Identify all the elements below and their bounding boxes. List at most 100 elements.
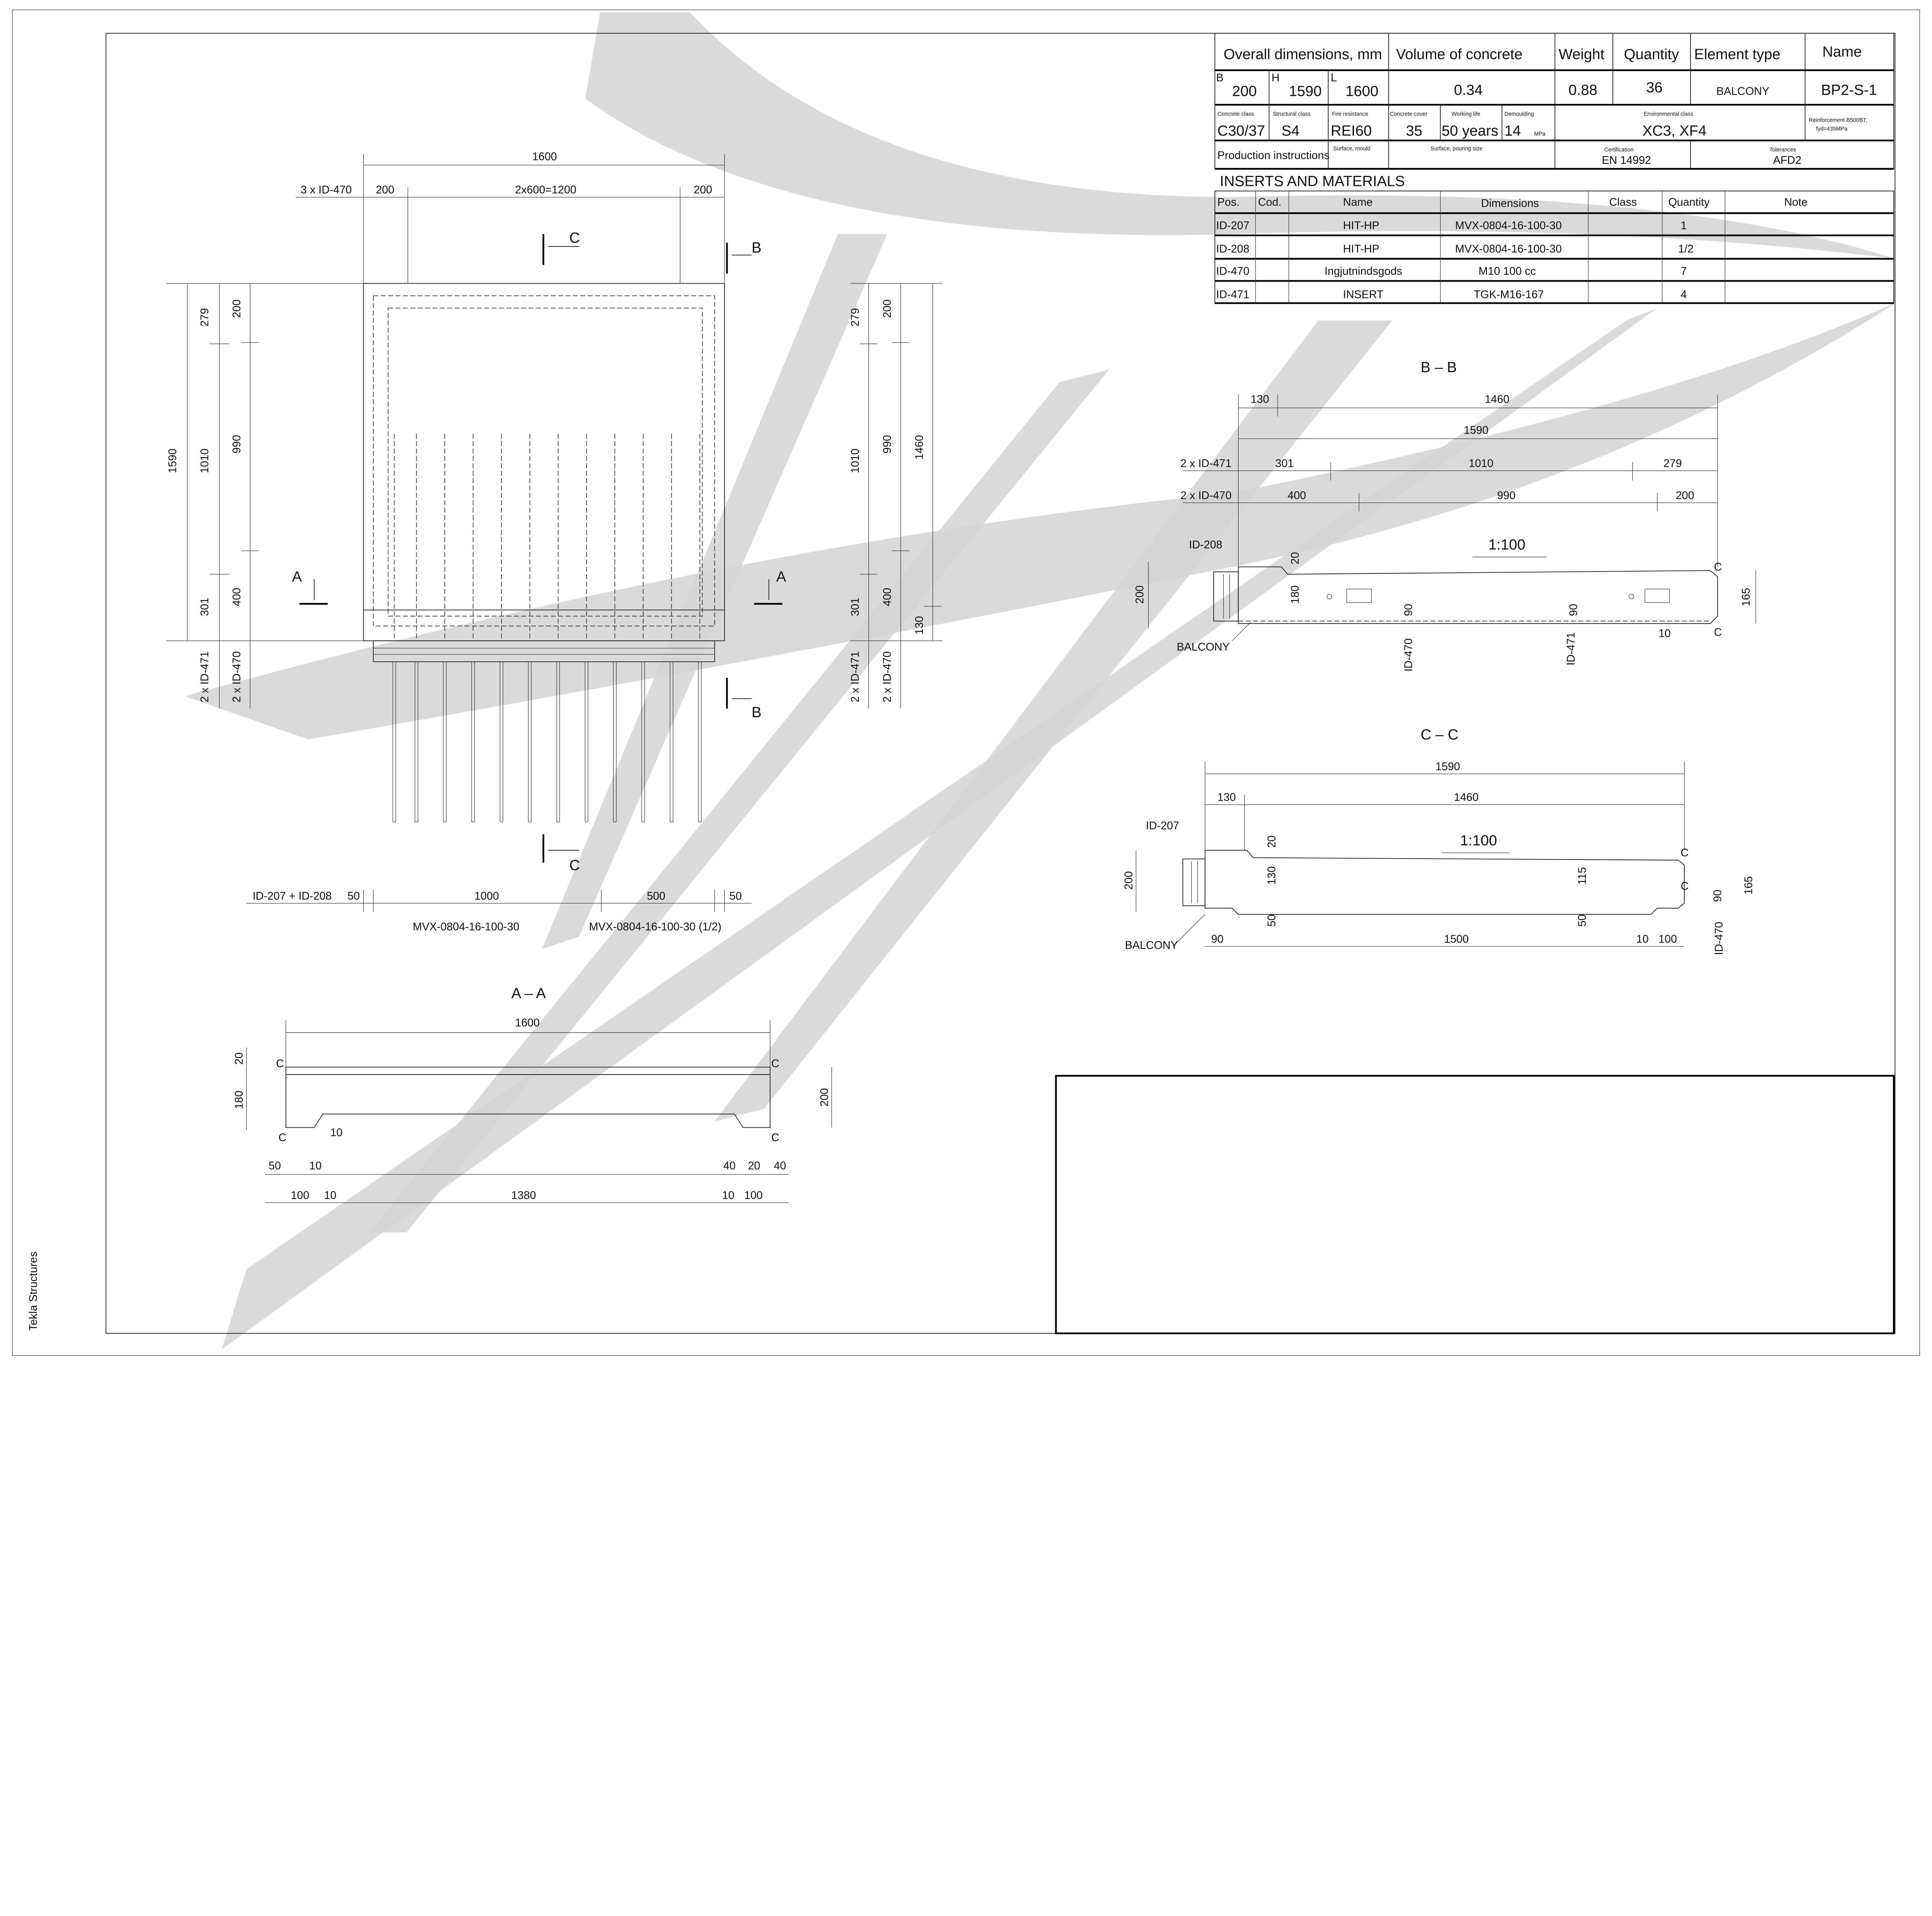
dim-label: 1460 — [1454, 791, 1479, 804]
dim-label: 180 — [233, 1091, 245, 1109]
dim-b-value: 200 — [1232, 83, 1257, 100]
section-mark-c-bottom: C — [543, 834, 580, 873]
dim-h-label: H — [1272, 71, 1280, 84]
dim-label: 10 — [309, 1160, 321, 1172]
name-value: BP2-S-1 — [1821, 82, 1877, 99]
dim-label: 279 — [1663, 458, 1682, 470]
dim-label: 10 — [722, 1189, 735, 1202]
dim-label: 1600 — [515, 1017, 540, 1029]
inner-frame — [105, 33, 1896, 1334]
reinforcement-line: Reinforcement B500BT, — [1809, 117, 1867, 124]
section-title: C – C — [1421, 726, 1459, 743]
dim-label: 3 x ID-470 — [301, 184, 352, 196]
dim-l-label: L — [1331, 71, 1337, 84]
slope-label: 1:100 — [1488, 536, 1526, 553]
rebar — [471, 661, 475, 822]
rebar — [415, 661, 418, 822]
dim-label: 20 — [1289, 552, 1301, 565]
prop-value: C30/37 — [1218, 123, 1265, 139]
dim-label: 2 x ID-470 — [881, 651, 893, 702]
section-profile — [285, 1067, 770, 1128]
chamfer-mark: C — [1680, 880, 1689, 892]
section-mark-c-top: C — [543, 230, 580, 265]
section-bb: B – B 130 1460 1590 2 x ID-471 301 1010 … — [1134, 359, 1756, 672]
tolerances-value: AFD2 — [1773, 154, 1801, 167]
prop-label: Structural class — [1273, 111, 1311, 117]
dim-label: 50 — [1576, 914, 1588, 927]
table-row: ID-207 HIT-HP MVX-0804-16-100-30 1 — [1216, 220, 1687, 232]
dim-label: 200 — [694, 184, 712, 196]
dim-label: 1590 — [1464, 424, 1488, 436]
surface-pouring: Surface, pouring size — [1430, 146, 1483, 152]
prop-label: Fire resistance — [1332, 111, 1368, 117]
rebar-group — [392, 434, 702, 822]
section-mark-a-right: A — [754, 568, 786, 605]
col-note: Note — [1784, 196, 1808, 209]
insert-type-label: MVX-0804-16-100-30 — [413, 921, 519, 933]
dim-label: 1010 — [1469, 458, 1493, 470]
prop-label: Concrete cover — [1390, 111, 1427, 117]
cell-name: Ingjutnindsgods — [1325, 265, 1402, 277]
col-name: Name — [1343, 196, 1373, 209]
prop-value: REI60 — [1331, 123, 1372, 139]
tolerances-label: Tolerances — [1769, 147, 1796, 153]
dim-label: 100 — [1658, 933, 1677, 945]
dim-label: 279 — [199, 308, 211, 327]
prop-label: Environmental class — [1644, 111, 1693, 117]
insert-label: ID-207 — [1146, 820, 1179, 832]
section-letter: C — [569, 857, 580, 873]
col-pos: Pos. — [1218, 196, 1240, 209]
col-class: Class — [1609, 196, 1637, 209]
dim-b-label: B — [1216, 71, 1223, 84]
watermark-logo — [185, 12, 1898, 1349]
quantity-value: 36 — [1646, 79, 1663, 96]
rebar — [585, 661, 588, 822]
dim-label: 180 — [1289, 585, 1301, 604]
prop-value: XC3, XF4 — [1643, 123, 1707, 139]
dim-label: 2 x ID-471 — [849, 651, 862, 702]
section-letter: B — [752, 240, 762, 256]
dim-label: 400 — [881, 588, 893, 606]
chamfer-mark: C — [771, 1132, 779, 1144]
element-type-value: BALCONY — [1716, 85, 1769, 98]
dim-label: 1590 — [167, 449, 179, 473]
reinforcement-line: fyd=435MPa — [1816, 126, 1847, 132]
section-title: B – B — [1421, 359, 1457, 376]
dim-label: 50 — [347, 890, 360, 902]
prop-label: Demoulding — [1504, 111, 1534, 117]
title-table: Overall dimensions, mm Volume of concret… — [1214, 33, 1895, 170]
section-profile — [1204, 850, 1685, 915]
header-quantity: Quantity — [1624, 46, 1679, 63]
dim-label: 50 — [269, 1160, 281, 1172]
dim-label: 200 — [1134, 585, 1146, 604]
dim-label: 100 — [744, 1189, 763, 1202]
dim-label: 1460 — [913, 435, 925, 460]
section-letter: B — [752, 704, 762, 721]
dim-label: 200 — [1122, 871, 1135, 890]
volume-value: 0.34 — [1454, 82, 1483, 99]
cell-pos: ID-207 — [1216, 220, 1249, 232]
dim-label: 1000 — [474, 890, 499, 902]
dim-label: 10 — [1636, 933, 1649, 945]
dim-label: 10 — [324, 1189, 337, 1202]
table-row: ID-208 HIT-HP MVX-0804-16-100-30 1/2 — [1216, 243, 1694, 255]
prop-value: 50 years — [1442, 123, 1498, 139]
dim-label: 165 — [1742, 876, 1755, 895]
dim-label: ID-207 + ID-208 — [253, 890, 332, 902]
prop-value: S4 — [1281, 123, 1299, 139]
dim-label: 20 — [1265, 835, 1278, 848]
prop-label: Concrete class — [1218, 111, 1254, 117]
dim-label: 130 — [913, 616, 925, 635]
dim-label: 115 — [1576, 867, 1588, 885]
section-letter: C — [569, 230, 580, 246]
rebar — [613, 661, 617, 822]
insert-id-207 — [1182, 858, 1206, 906]
element-label: BALCONY — [1125, 939, 1178, 951]
dim-label: 200 — [376, 184, 395, 196]
dim-label: 20 — [233, 1052, 245, 1065]
cell-dimensions: TGK-M16-167 — [1474, 289, 1544, 301]
dim-label: 990 — [1497, 489, 1515, 502]
section-aa: A – A 1600 20 180 200 C C C C 10 50 10 4… — [233, 985, 832, 1203]
section-letter: A — [292, 568, 302, 585]
certification-label: Certification — [1604, 147, 1634, 153]
